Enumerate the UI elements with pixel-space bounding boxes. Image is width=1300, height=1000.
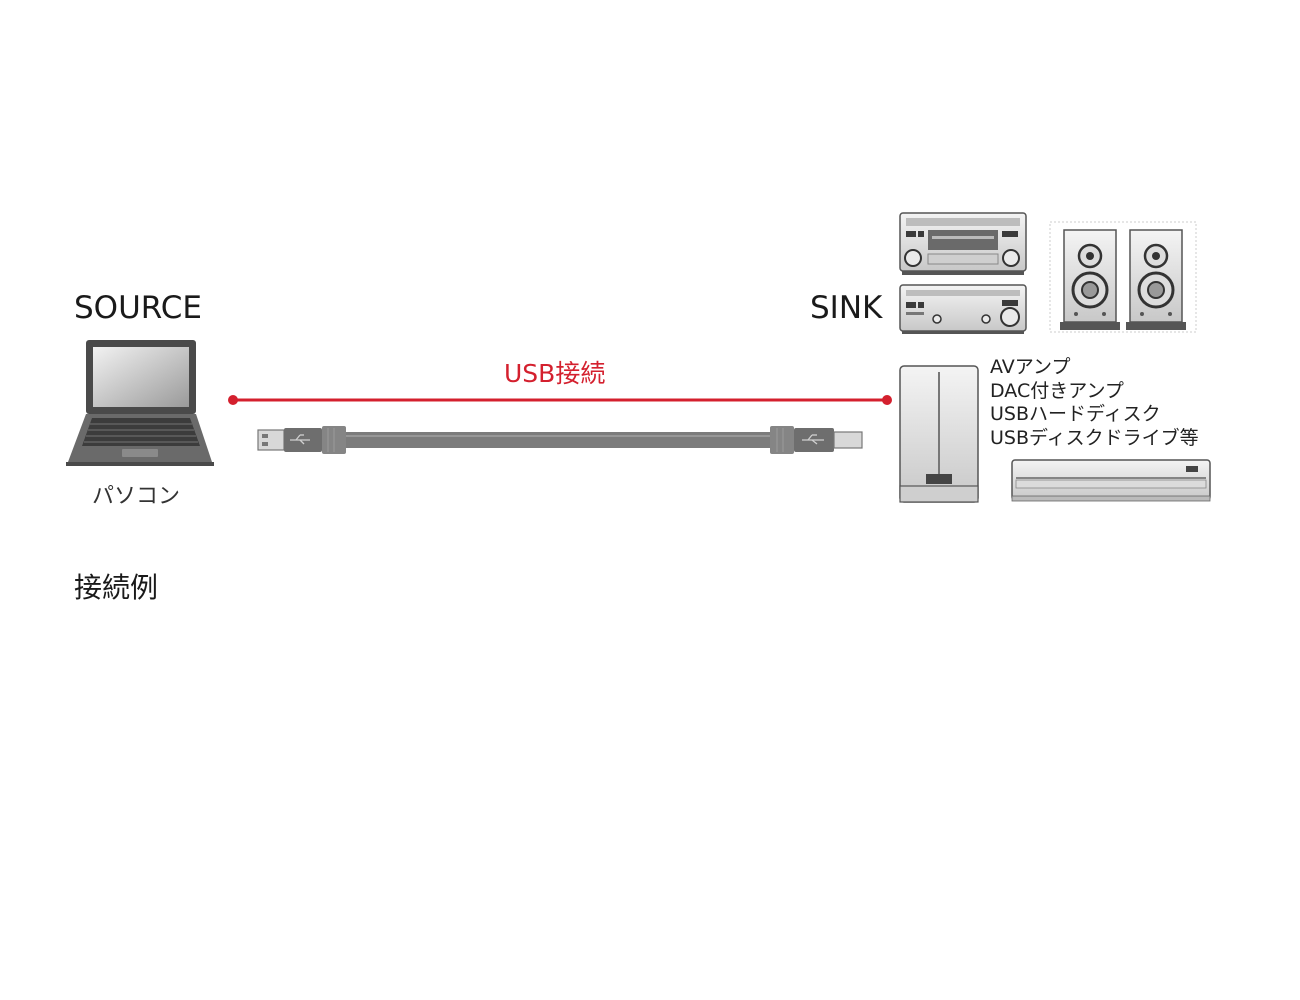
speakers-icon <box>1049 221 1197 333</box>
hard-disk-icon <box>899 365 979 503</box>
sink-device-item: DAC付きアンプ <box>990 379 1124 402</box>
usb-cable-icon <box>257 426 863 454</box>
av-receiver-icon <box>899 212 1027 275</box>
sink-heading: SINK <box>810 290 883 326</box>
figure-caption: 接続例 <box>74 571 159 604</box>
usb-connection-line <box>228 395 892 405</box>
sink-device-list: AVアンプ DAC付きアンプ USBハードディスク USBディスクドライブ等 <box>990 356 1199 450</box>
connection-label: USB接続 <box>504 359 606 388</box>
source-device-label: パソコン <box>92 484 181 509</box>
source-heading: SOURCE <box>74 290 202 326</box>
sink-device-item: AVアンプ <box>990 356 1071 378</box>
disc-drive-icon <box>1011 459 1211 502</box>
sink-device-item: USBハードディスク <box>990 403 1161 425</box>
dac-amp-icon <box>899 284 1027 334</box>
sink-device-item: USBディスクドライブ等 <box>990 426 1199 449</box>
usb-symbol-icon <box>290 434 310 445</box>
laptop-icon <box>66 340 214 466</box>
